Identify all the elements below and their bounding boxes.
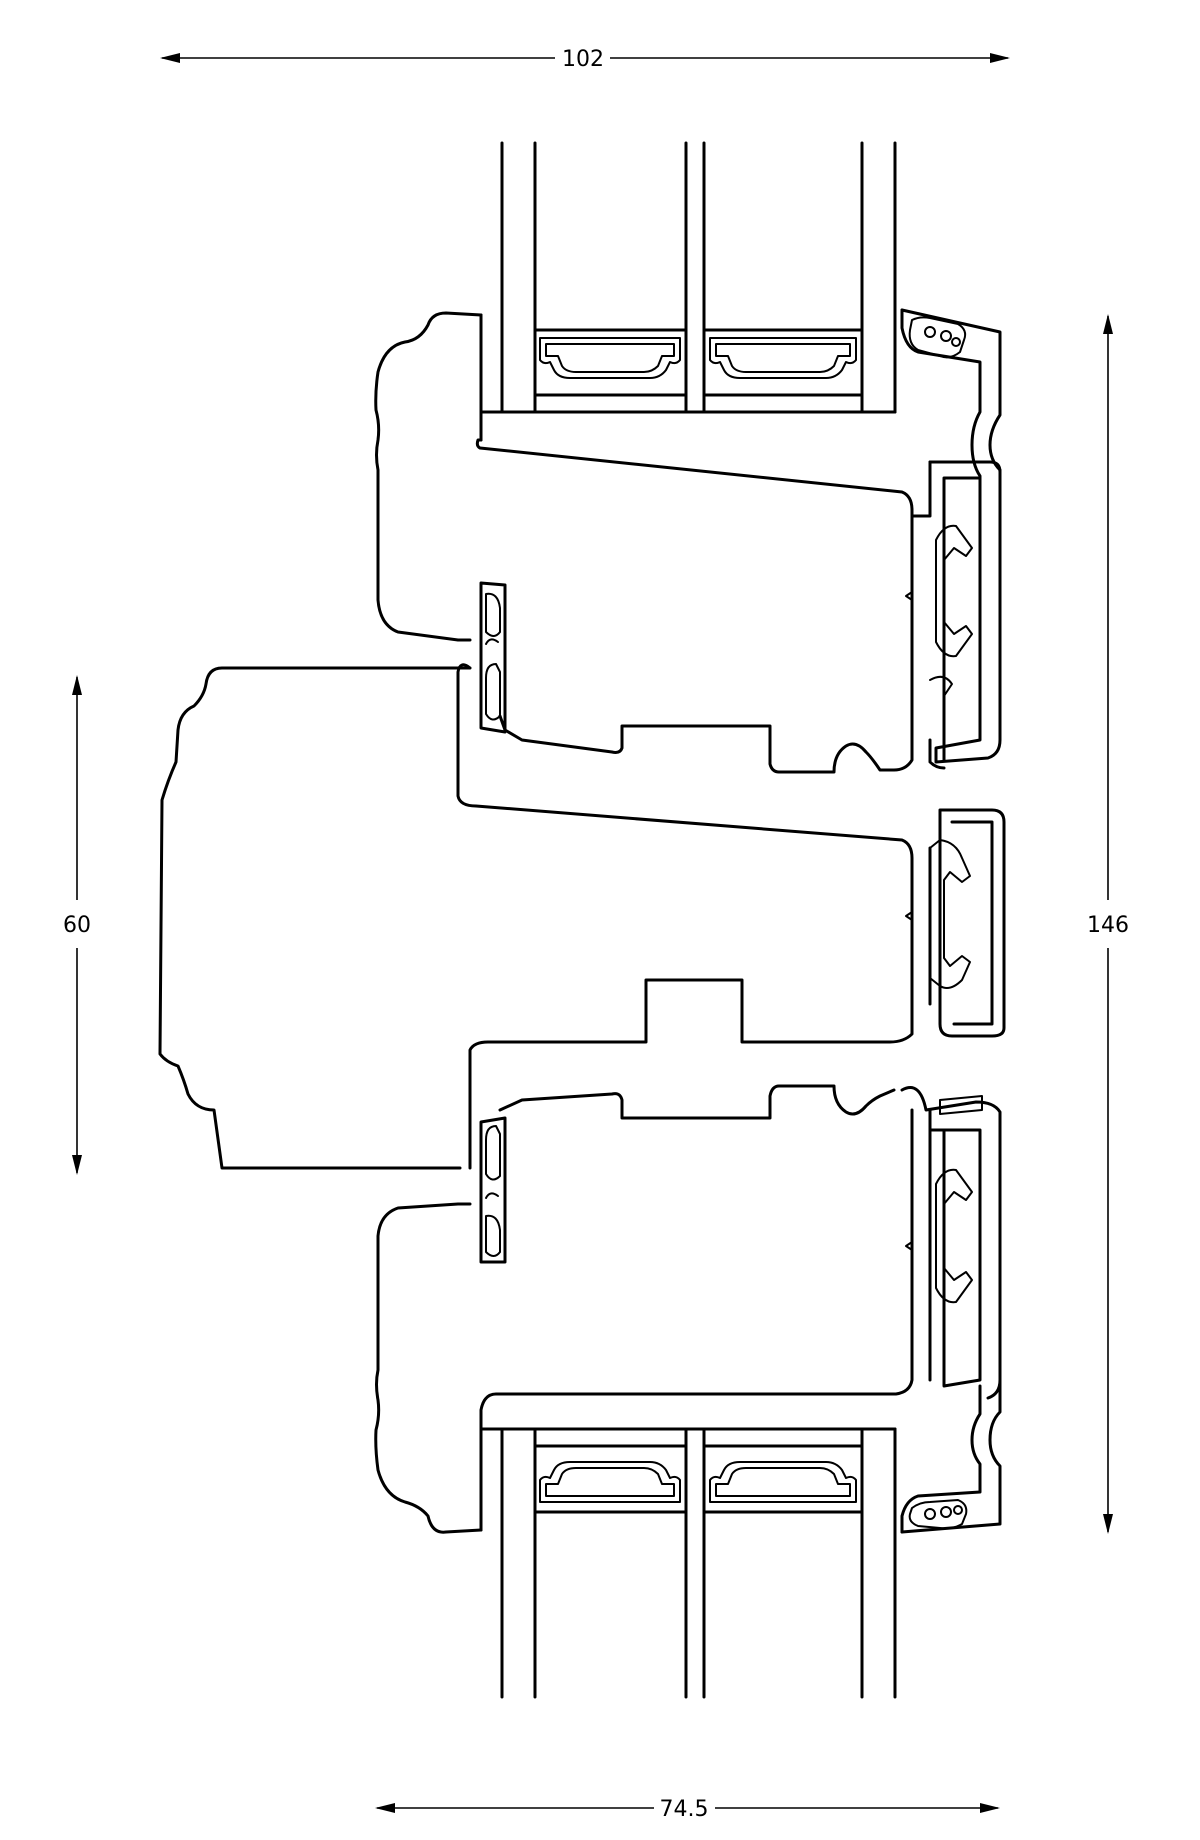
glazing-spacer-bottom-right — [702, 1444, 864, 1514]
dimension-label-top: 102 — [562, 47, 604, 72]
upper-gasket-insert — [905, 460, 1002, 770]
dimension-right: 146 — [1087, 314, 1129, 1534]
dimension-label-right: 146 — [1087, 913, 1129, 938]
dimension-label-bottom: 74.5 — [660, 1797, 709, 1822]
glazing-spacer-bottom-left — [533, 1444, 688, 1514]
lower-glazing-wedge — [479, 1116, 507, 1264]
lower-sash-profile — [374, 1084, 914, 1534]
lower-gasket-insert — [900, 1086, 1002, 1400]
upper-sash-profile — [374, 311, 914, 774]
centre-gasket-insert — [905, 808, 1006, 1038]
upper-glazing-wedge — [479, 581, 507, 734]
centre-frame-profile — [158, 663, 914, 1170]
dimension-left: 60 — [63, 675, 91, 1175]
glazing-spacer-top-right — [702, 328, 864, 397]
glazing-bottom — [479, 1427, 897, 1699]
lower-glass-bead — [900, 1378, 1002, 1534]
dimension-top: 102 — [160, 47, 1010, 72]
dimension-bottom: 74.5 — [375, 1797, 1000, 1822]
dimension-label-left: 60 — [63, 913, 91, 938]
glazing-spacer-top-left — [533, 328, 688, 397]
glazing-top — [479, 141, 897, 414]
upper-glass-bead — [900, 308, 1002, 562]
